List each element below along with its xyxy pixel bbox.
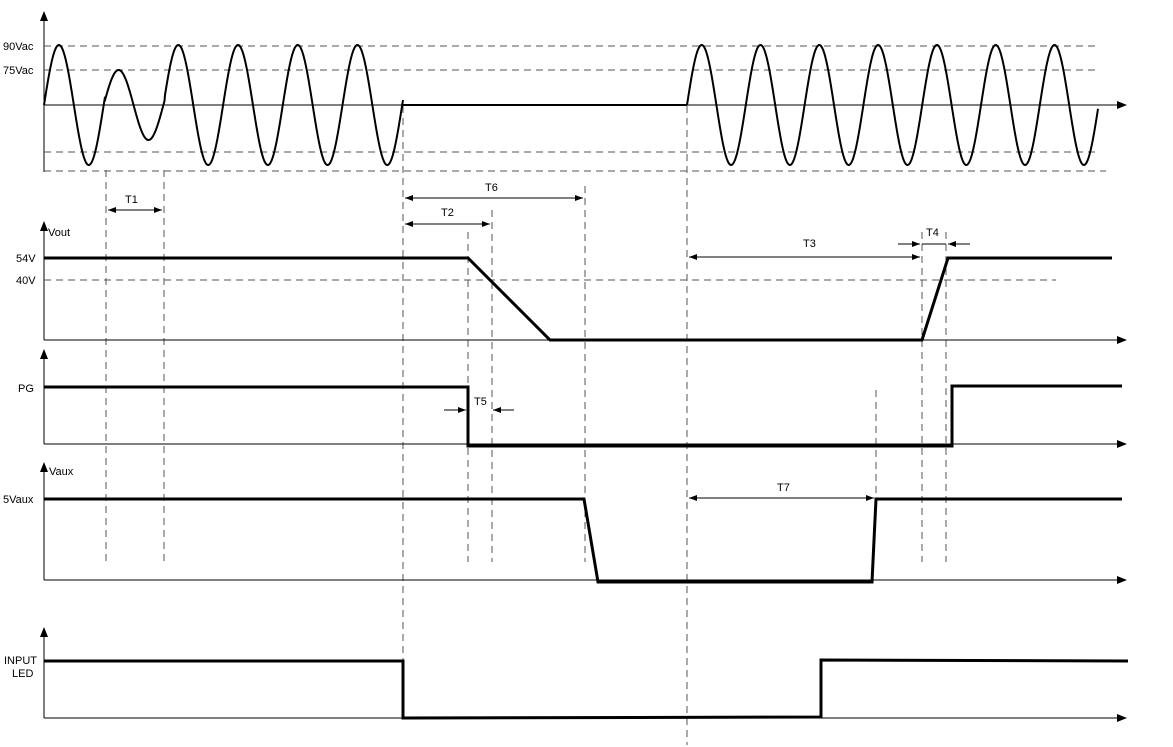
vout-signal xyxy=(44,256,1112,342)
vout-54v-label: 54V xyxy=(16,253,36,265)
vout-axis-label: Vout xyxy=(48,227,70,239)
ac-90vac-label: 90Vac xyxy=(3,41,34,53)
vout-panel: Vout 54V 40V xyxy=(16,221,1127,344)
pg-signal xyxy=(44,384,1122,448)
t4-label: T4 xyxy=(926,227,939,239)
ac-sine-wave-after-return xyxy=(686,43,1099,167)
input-led-panel: INPUT LED xyxy=(4,627,1129,722)
timing-dimensions: T1 T6 T2 T3 T4 T5 T7 xyxy=(108,182,970,501)
input-led-label-line1: INPUT xyxy=(4,655,37,667)
vaux-5vaux-label: 5Vaux xyxy=(3,494,34,506)
t7-label: T7 xyxy=(777,482,790,494)
pg-axis-label: PG xyxy=(18,383,34,395)
t6-label: T6 xyxy=(485,182,498,194)
ac-75vac-label: 75Vac xyxy=(3,65,34,77)
t5-label: T5 xyxy=(474,396,487,408)
t2-label: T2 xyxy=(441,207,454,219)
t1-label: T1 xyxy=(125,194,138,206)
vout-40v-label: 40V xyxy=(16,275,36,287)
vaux-signal xyxy=(44,497,1122,584)
timing-reference-lines xyxy=(105,106,947,745)
t3-label: T3 xyxy=(803,238,816,250)
ac-sine-wave-before-loss xyxy=(43,43,404,167)
ac-input-panel: 90Vac 75Vac xyxy=(3,11,1127,172)
pg-panel: PG xyxy=(18,349,1127,448)
input-led-signal xyxy=(44,658,1129,720)
input-led-label-line2: LED xyxy=(12,668,33,680)
vaux-axis-label: Vaux xyxy=(49,466,74,478)
vaux-panel: Vaux 5Vaux xyxy=(3,462,1127,584)
